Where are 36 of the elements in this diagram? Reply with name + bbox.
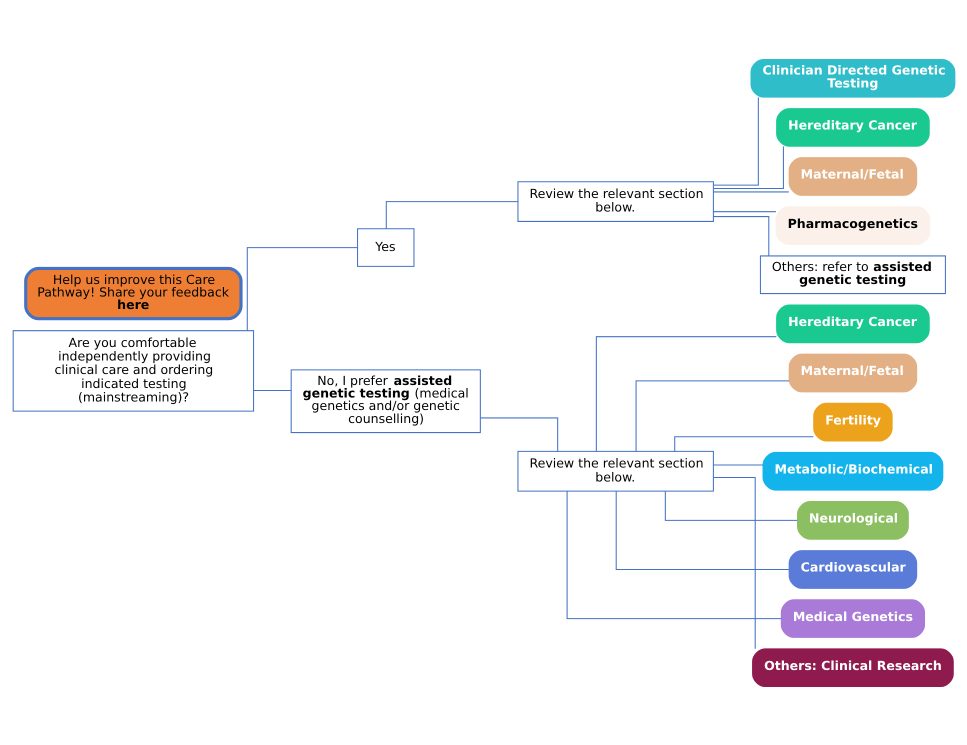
connector (246, 246, 357, 330)
node-box: Others: Clinical Research (752, 648, 954, 687)
connector (480, 416, 558, 451)
node-box: Fertility (812, 402, 892, 441)
connector (713, 190, 788, 192)
connector (635, 380, 789, 451)
connector (713, 476, 756, 648)
connector (253, 389, 291, 391)
node-box: Are you comfortable independently providing clinical care and ordering indicated testing (mainstreaming)? (12, 330, 254, 412)
node-box: Hereditary Cancer (776, 304, 930, 343)
node-box: Clinician Directed Genetic Testing (750, 58, 955, 98)
node-box: Pharmacogenetics (775, 206, 930, 244)
connector (713, 96, 758, 186)
node-box: Review the relevant section below. (516, 180, 714, 222)
node-box: Yes (356, 228, 414, 266)
connector (566, 490, 781, 619)
node-box: Hereditary Cancer (776, 108, 930, 146)
connector (385, 200, 518, 228)
node-box: Maternal/Fetal (788, 353, 917, 392)
node-box: Metabolic/Biochemical (762, 451, 943, 490)
node-box: Cardiovascular (788, 550, 917, 588)
connector (713, 216, 769, 256)
node-box: Neurological (796, 500, 908, 540)
node-box: No, I prefer assisted genetic testing (medical genetics and/or genetic counselling) (290, 368, 480, 433)
connector (674, 436, 813, 451)
connector (664, 490, 797, 520)
node-box: Maternal/Fetal (788, 156, 917, 196)
connector (615, 490, 788, 570)
connector (713, 464, 762, 465)
node-box: Review the relevant section below. (516, 450, 714, 492)
node-box: Medical Genetics (780, 598, 925, 638)
connector (713, 210, 776, 212)
node-box: Help us improve this Care Pathway! Share your feedback here (24, 266, 242, 320)
node-box: Others: refer to assisted genetic testing (759, 254, 946, 294)
connector (595, 336, 776, 451)
connector (713, 146, 784, 189)
